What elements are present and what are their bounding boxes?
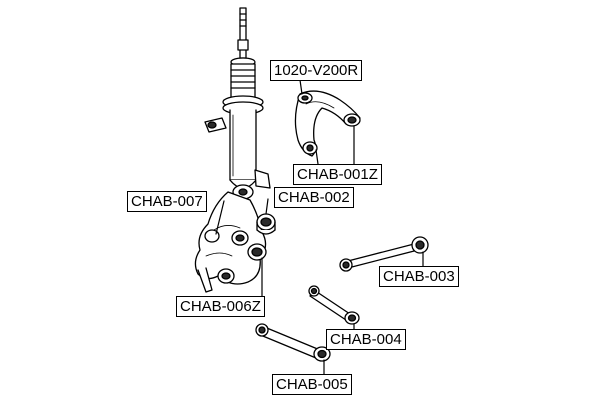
- shock-absorber: [204, 7, 271, 200]
- label-chab-005[interactable]: CHAB-005: [272, 374, 352, 395]
- label-chab-001z[interactable]: CHAB-001Z: [293, 164, 382, 185]
- lower-link-005: [255, 323, 331, 362]
- upper-control-arm: [294, 90, 361, 157]
- bushing-chab-002: [256, 213, 276, 235]
- label-chab-004[interactable]: CHAB-004: [326, 329, 406, 350]
- lateral-link-003: [339, 236, 429, 272]
- leader-lines: [215, 79, 424, 375]
- label-chab-003[interactable]: CHAB-003: [379, 266, 459, 287]
- lateral-link-004: [308, 285, 360, 325]
- label-chab-002[interactable]: CHAB-002: [274, 187, 354, 208]
- label-chab-006z[interactable]: CHAB-006Z: [176, 296, 265, 317]
- label-chab-007[interactable]: CHAB-007: [127, 191, 207, 212]
- steering-knuckle: [194, 191, 267, 293]
- label-1020-v200r[interactable]: 1020-V200R: [270, 60, 363, 81]
